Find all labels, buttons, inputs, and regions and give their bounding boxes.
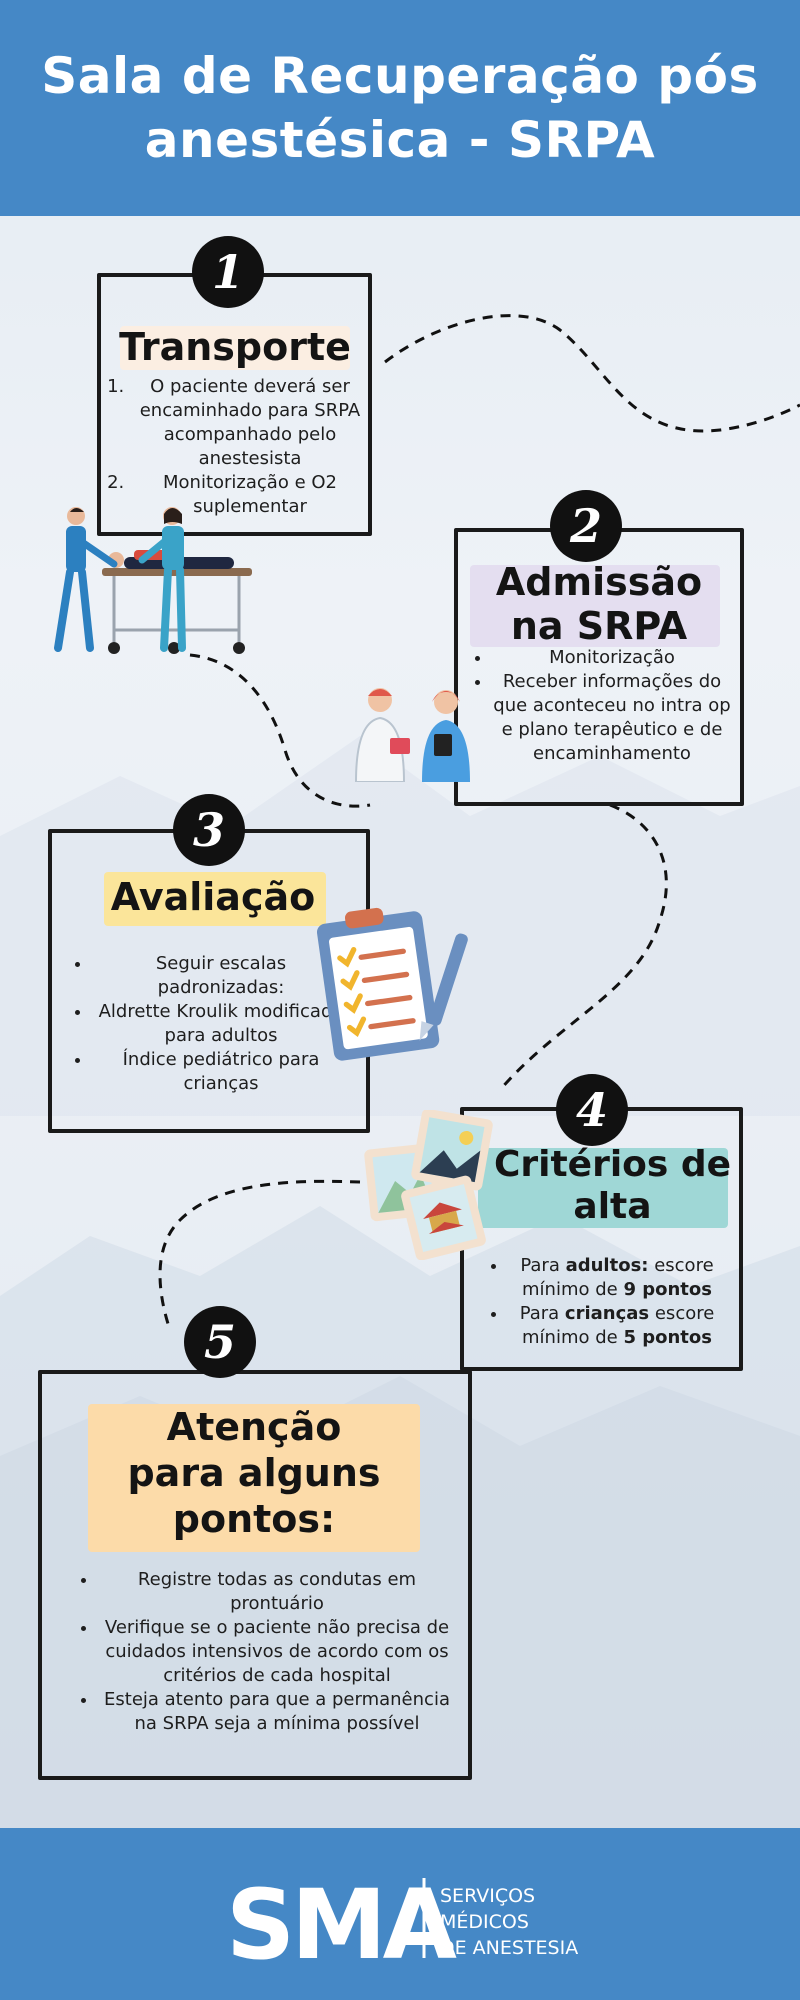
step-5-title: Atenção para alguns pontos: bbox=[88, 1404, 420, 1542]
step-5-title-line2: para alguns bbox=[127, 1451, 381, 1495]
list-item: Para crianças escore mínimo de 5 pontos bbox=[508, 1302, 726, 1350]
step-4-title-line1: Critérios de bbox=[493, 1144, 732, 1185]
step-3-title-highlight bbox=[104, 872, 326, 926]
step-4-item2-bold1: crianças bbox=[564, 1303, 650, 1324]
step-4-item1-mid: escore mínimo de bbox=[522, 1255, 714, 1300]
list-item: Esteja atento para que a permanência na … bbox=[98, 1688, 456, 1736]
step-2-title: Admissão na SRPA bbox=[455, 560, 743, 648]
sma-logo: SMA SERVIÇOS MÉDICOS DE ANESTESIA bbox=[226, 1869, 578, 1981]
step-5-title-highlight bbox=[88, 1404, 420, 1552]
list-item: Verifique se o paciente não precisa de c… bbox=[98, 1616, 456, 1688]
doctors-illustration bbox=[354, 688, 470, 782]
footer-banner: SMA SERVIÇOS MÉDICOS DE ANESTESIA bbox=[0, 1828, 800, 2000]
step-4-item2-bold2: 5 pontos bbox=[623, 1327, 712, 1348]
footer-tagline-line2: MÉDICOS bbox=[440, 1910, 529, 1933]
step-4-title-line2: alta bbox=[573, 1186, 652, 1227]
list-item: Índice pediátrico para crianças bbox=[92, 1048, 350, 1096]
stretcher-transport-illustration bbox=[54, 507, 252, 654]
list-item: Para adultos: escore mínimo de 9 pontos bbox=[508, 1254, 726, 1302]
footer-tagline-line1: SERVIÇOS bbox=[440, 1885, 535, 1907]
step-1-title: Transporte bbox=[119, 325, 351, 369]
step-4-item1-pre: Para bbox=[520, 1255, 566, 1276]
step-1-number-badge: 1 bbox=[192, 236, 264, 308]
step-2-title-line1: Admissão bbox=[495, 560, 703, 604]
step-2-title-line2: na SRPA bbox=[510, 604, 688, 648]
list-item: Registre todas as condutas em prontuário bbox=[98, 1568, 456, 1616]
step-3-title: Avaliação bbox=[110, 875, 316, 919]
header-banner: Sala de Recuperação pós anestésica - SRP… bbox=[0, 0, 800, 216]
step-4-item2-pre: Para bbox=[519, 1303, 565, 1324]
step-3-list: Seguir escalas padronizadas: Aldrette Kr… bbox=[70, 952, 350, 1096]
clipboard-checklist-illustration bbox=[316, 907, 468, 1061]
step-1-title-highlight bbox=[120, 326, 350, 370]
step-4-number-badge: 4 bbox=[556, 1074, 628, 1146]
step-3-number-badge: 3 bbox=[173, 794, 245, 866]
list-item: Aldrette Kroulik modificada para adultos bbox=[92, 1000, 350, 1048]
list-item: Receber informações do que aconteceu no … bbox=[492, 670, 732, 766]
list-item: Monitorização bbox=[492, 646, 732, 670]
list-item: Monitorização e O2 suplementar bbox=[130, 471, 370, 519]
step-2-list: Monitorização Receber informações do que… bbox=[470, 646, 732, 766]
page-title: Sala de Recuperação pós anestésica - SRP… bbox=[41, 47, 759, 169]
step-2-number-badge: 2 bbox=[550, 490, 622, 562]
step-4-title: Critérios de alta bbox=[470, 1144, 755, 1228]
step-2-title-highlight bbox=[470, 565, 720, 647]
step-5-card bbox=[38, 1370, 472, 1780]
step-5-title-line1: Atenção bbox=[166, 1405, 342, 1449]
step-5-title-line3: pontos: bbox=[172, 1497, 336, 1541]
step-4-list: Para adultos: escore mínimo de 9 pontos … bbox=[486, 1254, 726, 1350]
step-5-list: Registre todas as condutas em prontuário… bbox=[76, 1568, 456, 1736]
photos-illustration bbox=[364, 1110, 493, 1260]
list-item: Seguir escalas padronizadas: bbox=[92, 952, 350, 1000]
step-4-item1-bold1: adultos: bbox=[565, 1255, 649, 1276]
step-1-list: O paciente deverá ser encaminhado para S… bbox=[108, 375, 370, 519]
sma-logo-text: SMA bbox=[226, 1869, 457, 1981]
step-5-number-badge: 5 bbox=[184, 1306, 256, 1378]
step-4-title-highlight bbox=[478, 1148, 728, 1228]
step-4-item1-bold2: 9 pontos bbox=[623, 1279, 712, 1300]
step-4-item2-mid: escore mínimo de bbox=[522, 1303, 715, 1348]
list-item: O paciente deverá ser encaminhado para S… bbox=[130, 375, 370, 471]
footer-tagline-line3: DE ANESTESIA bbox=[440, 1937, 578, 1959]
